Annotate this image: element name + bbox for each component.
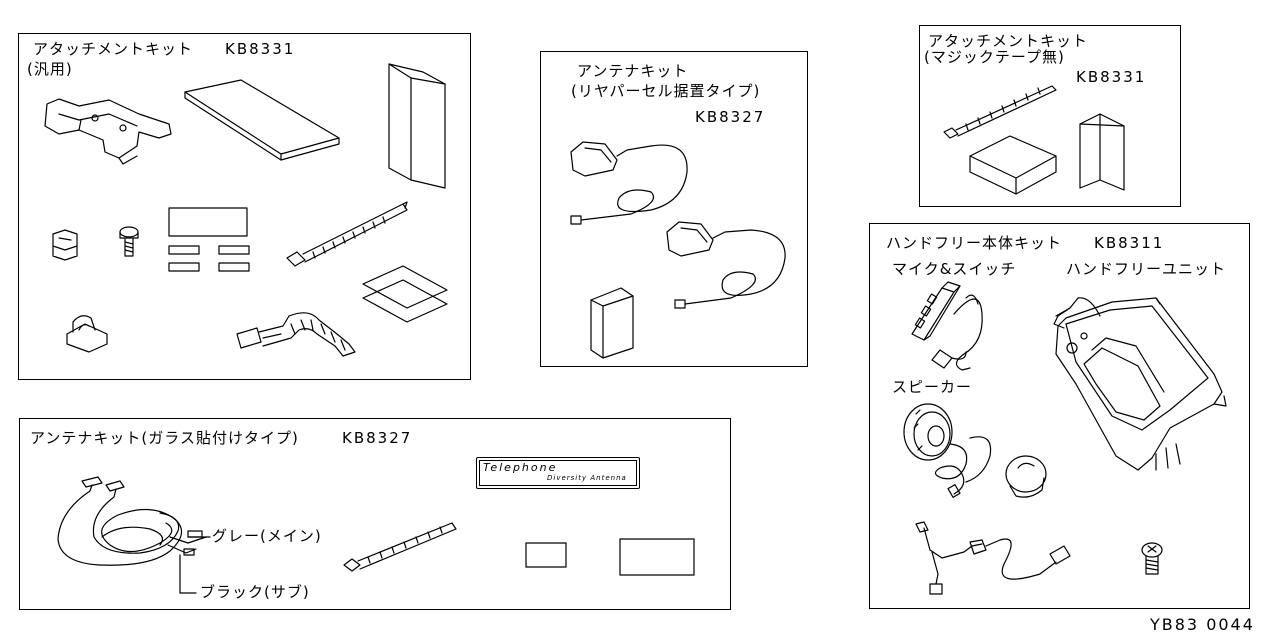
telephone-diversity-antenna-plate: Telephone Diversity Antenna — [476, 457, 640, 489]
attachment-parts-illustration — [44, 63, 448, 357]
antenna-glass-illustration — [57, 476, 695, 594]
figure-id: YB83 0044 — [1150, 615, 1255, 634]
speaker-label: スピーカー — [892, 378, 973, 396]
small-sticker-icon — [525, 542, 567, 568]
grommet-icon — [1005, 455, 1047, 498]
panel-antenna-kit-rear-parcel: アンテナキット (リヤパーセル据置タイプ) KB8327 — [540, 51, 808, 367]
cable-tie-icon — [286, 201, 408, 267]
panel-antenna-kit-glass: アンテナキット(ガラス貼付けタイプ) KB8327 グレー(メイン) ブラック(… — [19, 418, 731, 610]
instruction-manual-icon — [1079, 113, 1125, 191]
label-sticker-small-icon — [218, 262, 250, 272]
black-sub-label: ブラック(サブ) — [200, 583, 310, 601]
antenna-unit-icon — [666, 221, 786, 309]
panel-title: アタッチメントキット — [33, 40, 194, 58]
part-code: KB8331 — [1076, 68, 1147, 86]
cable-tie-icon — [943, 85, 1057, 139]
gray-main-label: グレー(メイン) — [212, 527, 322, 545]
velcro-sheet-icon — [362, 265, 448, 323]
glass-antenna-cable-icon — [57, 476, 211, 594]
panel-subtitle: (リヤパーセル据置タイプ) — [571, 82, 761, 100]
strap-band-icon — [236, 312, 356, 357]
label-sticker-small-icon — [218, 245, 250, 255]
plate-telephone-text: Telephone — [483, 461, 558, 474]
part-code: KB8327 — [342, 429, 413, 447]
antenna-unit-icon — [570, 141, 688, 225]
velcro-pad-icon — [969, 135, 1057, 195]
cable-tie-icon — [343, 522, 457, 572]
mic-switch-icon — [911, 281, 983, 371]
label-sticker-large-icon — [168, 207, 248, 237]
mic-switch-label: マイク&スイッチ — [892, 260, 1017, 278]
handsfree-illustration — [903, 281, 1227, 595]
panel-title: アタッチメントキット — [928, 32, 1089, 50]
panel-title: ハンドフリー本体キット — [886, 234, 1063, 252]
panel-title: アンテナキット — [577, 62, 689, 80]
board-pad-icon — [184, 79, 340, 161]
panel-title: アンテナキット(ガラス貼付けタイプ) — [30, 429, 299, 447]
panel-attachment-kit-general: アタッチメントキット KB8331 (汎用) — [18, 33, 471, 380]
panel-subtitle: (汎用) — [27, 60, 73, 78]
mounting-bracket-icon — [44, 98, 172, 165]
wire-harness-icon — [915, 521, 1071, 595]
cord-clamp-icon — [66, 315, 108, 353]
attachment-magic-illustration — [943, 85, 1125, 195]
panel-handsfree-kit: ハンドフリー本体キット KB8311 マイク&スイッチ ハンドフリーユニット ス… — [869, 223, 1250, 609]
instruction-manual-icon — [388, 63, 446, 189]
part-code: KB8331 — [225, 40, 296, 58]
plate-diversity-text: Diversity Antenna — [547, 474, 627, 482]
handsfree-unit-icon — [1053, 297, 1227, 471]
label-sticker-small-icon — [168, 245, 200, 255]
instruction-booklet-icon — [590, 287, 634, 359]
part-code: KB8327 — [695, 108, 766, 126]
screw-icon — [119, 226, 139, 257]
label-sticker-small-icon — [168, 262, 200, 272]
large-sticker-icon — [619, 538, 695, 576]
clip-icon — [52, 229, 78, 261]
part-code: KB8311 — [1094, 234, 1165, 252]
screw-icon — [1141, 542, 1163, 575]
handsfree-unit-label: ハンドフリーユニット — [1066, 260, 1227, 278]
speaker-icon — [903, 403, 992, 498]
antenna-rear-illustration — [570, 141, 786, 359]
panel-attachment-kit-no-velcro: アタッチメントキット (マジックテープ無) KB8331 — [919, 25, 1181, 207]
panel-subtitle: (マジックテープ無) — [924, 48, 1065, 66]
